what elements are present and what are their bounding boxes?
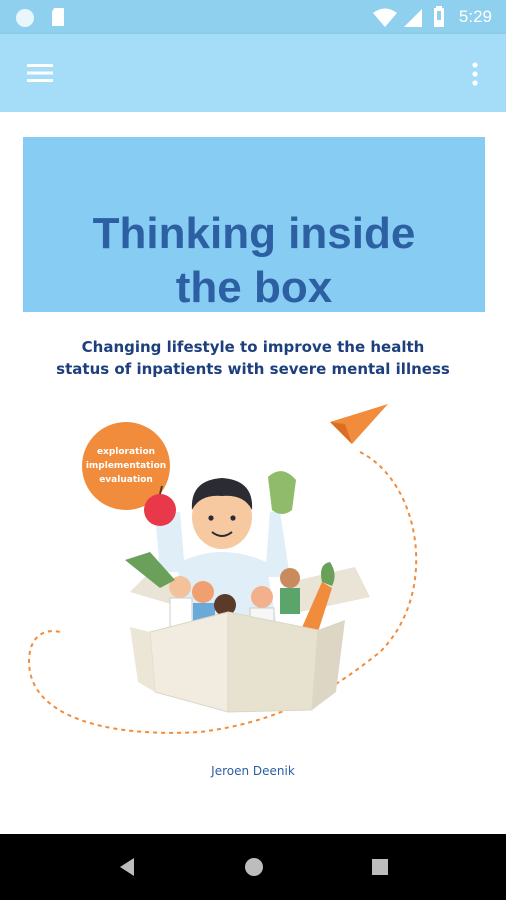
topic-badge: exploration implementation evaluation	[82, 422, 170, 510]
book-cover: Thinking inside the box Changing lifesty…	[0, 112, 506, 834]
cover-title-line-1: Thinking inside	[92, 209, 416, 258]
status-bar: 5:29	[0, 0, 506, 34]
app-bar	[0, 34, 506, 112]
apple-icon	[144, 494, 176, 526]
status-time: 5:29	[458, 7, 492, 26]
cover-subtitle: Changing lifestyle to improve the health…	[40, 336, 466, 380]
title-box: Thinking inside the box	[23, 137, 485, 312]
sd-card-icon	[52, 8, 64, 26]
menu-icon[interactable]	[26, 62, 54, 84]
circle-icon	[16, 9, 34, 27]
navigation-bar	[0, 834, 506, 900]
cover-title: Thinking inside the box	[23, 207, 485, 315]
wifi-icon	[373, 8, 397, 27]
paper-plane-icon	[330, 404, 388, 444]
character-head	[192, 485, 252, 549]
battery-icon	[434, 6, 444, 27]
recents-icon[interactable]	[370, 857, 390, 877]
back-icon[interactable]	[116, 856, 138, 878]
cover-title-line-2: the box	[175, 263, 333, 312]
badge-line-3: evaluation	[99, 475, 153, 485]
cell-signal-icon	[404, 9, 422, 27]
badge-line-2: implementation	[86, 461, 166, 471]
cover-illustration: exploration implementation evaluation	[28, 404, 418, 734]
overflow-menu-icon[interactable]	[468, 60, 482, 88]
badge-line-1: exploration	[97, 447, 155, 457]
cover-subtitle-line-1: Changing lifestyle to improve the health	[81, 338, 425, 356]
cover-author: Jeroen Deenik	[211, 764, 295, 778]
cover-subtitle-line-2: status of inpatients with severe mental …	[56, 360, 450, 378]
home-icon[interactable]	[243, 856, 265, 878]
pepper-icon	[268, 471, 296, 514]
